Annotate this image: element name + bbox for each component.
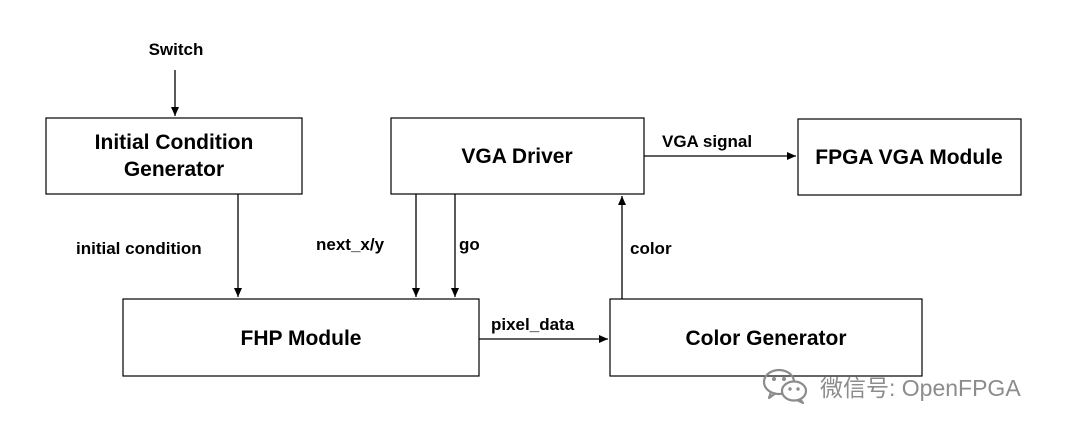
wechat-icon bbox=[762, 368, 808, 405]
initial-condition-generator-block: Initial Condition Generator bbox=[45, 117, 303, 195]
color-generator-label: Color Generator bbox=[685, 327, 846, 350]
color-generator-block: Color Generator bbox=[609, 298, 923, 377]
initial-condition-label: initial condition bbox=[76, 239, 202, 258]
pixel-data-label: pixel_data bbox=[491, 315, 575, 334]
fhp-module-label: FHP Module bbox=[241, 327, 362, 350]
switch-label: Switch bbox=[149, 40, 204, 59]
color-label: color bbox=[630, 239, 672, 258]
watermark-text: 微信号: OpenFPGA bbox=[820, 375, 1021, 401]
vga-signal-label: VGA signal bbox=[662, 132, 752, 151]
vga-driver-label: VGA Driver bbox=[461, 145, 572, 168]
go-label: go bbox=[459, 235, 480, 254]
fpga-vga-module-label: FPGA VGA Module bbox=[815, 146, 1002, 169]
watermark: 微信号: OpenFPGA bbox=[760, 366, 1021, 406]
initial-condition-generator-line-2: Generator bbox=[124, 158, 224, 181]
fhp-module-block: FHP Module bbox=[122, 298, 480, 377]
next-xy-label: next_x/y bbox=[316, 235, 385, 254]
vga-driver-block: VGA Driver bbox=[390, 117, 645, 195]
fpga-vga-module-block: FPGA VGA Module bbox=[797, 118, 1022, 196]
initial-condition-generator-line-1: Initial Condition bbox=[95, 131, 254, 154]
